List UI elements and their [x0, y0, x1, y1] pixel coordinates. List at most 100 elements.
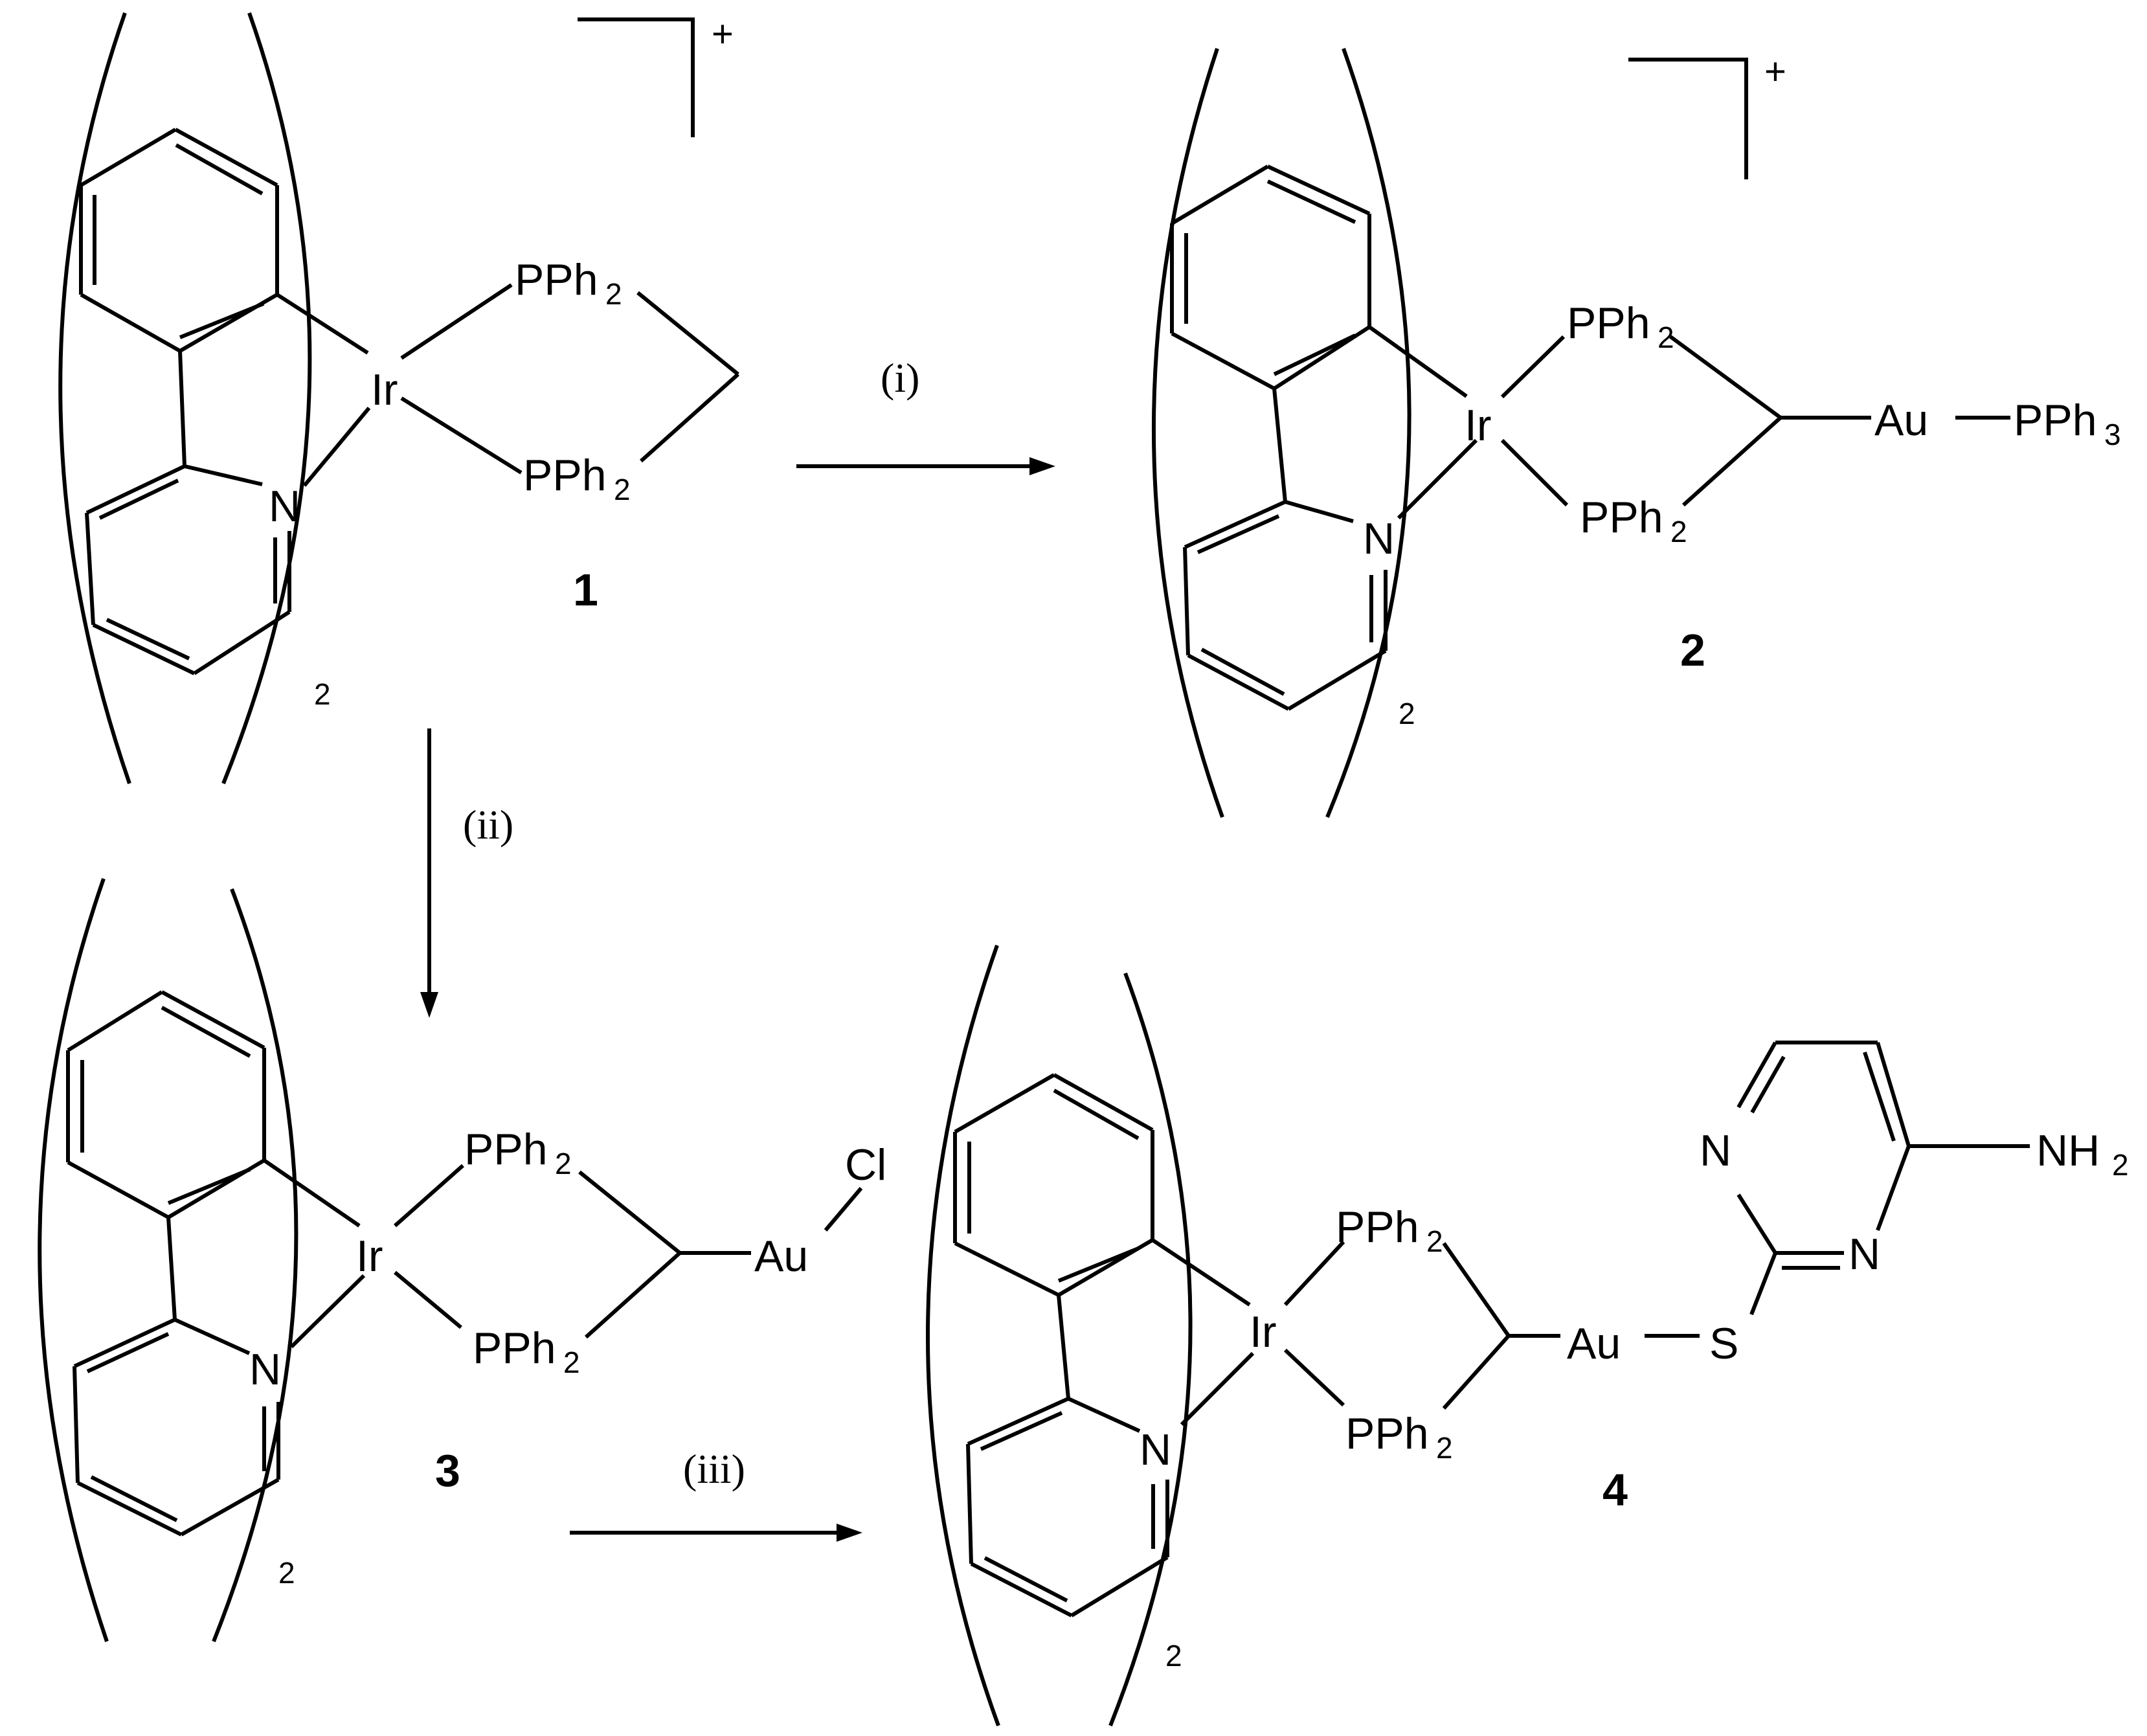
reaction-arrow-i [796, 457, 1055, 475]
phosphine-top-label: PPh [464, 1125, 548, 1174]
ir-n-bond [302, 407, 371, 487]
compound-1: + Ir N [58, 12, 739, 785]
iridium-label: Ir [371, 365, 398, 414]
pyrimidine-n1-label: N [1700, 1126, 1731, 1175]
iridium-label: Ir [1250, 1307, 1277, 1357]
pyrimidine-n3-label: N [1849, 1230, 1880, 1279]
compound-1-charge: + [712, 13, 734, 55]
compound-1-charge-bracket [578, 17, 695, 137]
ir-p-bottom-bond [394, 1270, 462, 1329]
compound-2-number: 2 [1680, 625, 1705, 675]
pyridine-ring [85, 464, 291, 675]
gold-label: Au [1874, 396, 1928, 445]
ir-n-bond [289, 1274, 366, 1349]
compound-2-multiplicity: 2 [1399, 697, 1415, 730]
iridium-label: Ir [356, 1232, 383, 1281]
compound-4-number: 4 [1602, 1465, 1628, 1515]
phosphine-bottom-subscript: 2 [614, 473, 631, 506]
ir-n-bond [1180, 1351, 1255, 1426]
phosphine-top-subscript: 2 [1658, 321, 1674, 354]
condition-ii-label: (ii) [463, 802, 513, 848]
ch-bond-bottom [1681, 416, 1782, 507]
compound-3: Ir N PPh 2 PPh 2 Au Cl 2 3 [38, 878, 886, 1643]
ir-p-top-bond [1283, 1240, 1345, 1307]
phosphine-bottom-label: PPh [473, 1324, 556, 1373]
compound-2-charge: + [1764, 51, 1786, 93]
chloride-label: Cl [845, 1140, 886, 1189]
s-c2-bond [1749, 1252, 1777, 1316]
condition-i-label: (i) [881, 355, 919, 401]
compound-1-left-bracket [58, 12, 131, 784]
compound-1-right-bracket [221, 12, 312, 785]
reaction-arrow-iii [570, 1524, 862, 1542]
biaryl-bond [1057, 1294, 1070, 1399]
ir-p-top-bond [1500, 335, 1566, 399]
phosphine-bottom-subscript: 2 [1436, 1431, 1453, 1465]
compound-4-left-bracket [926, 945, 1000, 1727]
ir-c-bond [1151, 1238, 1251, 1307]
ch-bond-top [1669, 335, 1782, 420]
ch2-bond-top [636, 291, 739, 376]
au-cl-bond [824, 1187, 863, 1232]
phenyl-ring [79, 128, 279, 353]
nitrogen-label: N [1140, 1425, 1171, 1474]
phosphine-top-label: PPh [1567, 299, 1650, 348]
phosphine-bottom-label: PPh [523, 451, 607, 500]
phosphine-top-subscript: 2 [605, 277, 622, 311]
phosphine-bottom-label: PPh [1345, 1409, 1429, 1458]
phosphine-bottom-subscript: 2 [563, 1346, 580, 1379]
nitrogen-label: N [249, 1345, 281, 1394]
phosphine-top-label: PPh [515, 255, 598, 304]
compound-3-left-bracket [38, 878, 109, 1642]
ch-bond-top [578, 1170, 681, 1255]
ir-p-bottom-bond [1500, 438, 1569, 507]
phenyl-ring [1170, 164, 1371, 390]
amine-label: NH [2036, 1126, 2100, 1175]
phosphine-bottom-label: PPh [1580, 493, 1663, 542]
ir-c-bond [276, 293, 369, 355]
compound-3-number: 3 [435, 1445, 460, 1496]
ir-n-bond [1397, 438, 1478, 520]
biaryl-bond [1272, 388, 1287, 502]
pyridine-ring [966, 1397, 1169, 1618]
ir-p-top-bond [400, 283, 513, 360]
sulfur-label: S [1709, 1319, 1738, 1368]
compound-1-number: 1 [573, 565, 598, 615]
biaryl-bond [166, 1217, 177, 1320]
triphenylphosphine-subscript: 3 [2104, 418, 2121, 451]
reaction-arrow-ii [420, 728, 438, 1018]
ch-bond-bottom [584, 1251, 682, 1339]
compound-4-multiplicity: 2 [1165, 1639, 1182, 1673]
gold-label: Au [754, 1232, 808, 1281]
compound-2-left-bracket [1152, 48, 1224, 818]
compound-3-multiplicity: 2 [278, 1556, 295, 1590]
ch2-bond-bottom [640, 372, 739, 463]
compound-2-charge-bracket [1628, 58, 1748, 179]
iridium-label: Ir [1465, 401, 1492, 450]
compound-4: Ir N PPh 2 PPh 2 Au S N N NH 2 2 4 [926, 945, 2129, 1727]
ir-c-bond [1368, 325, 1468, 398]
triphenylphosphine-label: PPh [2014, 396, 2097, 445]
phosphine-top-subscript: 2 [555, 1147, 572, 1180]
nitrogen-label: N [1363, 514, 1395, 563]
pyridine-ring [73, 1318, 280, 1537]
biaryl-bond [178, 350, 186, 467]
ir-p-bottom-bond [400, 396, 523, 475]
amine-subscript: 2 [2112, 1148, 2129, 1182]
compound-3-right-bracket [212, 888, 298, 1643]
pyrimidine-ring [1737, 1041, 1911, 1270]
condition-iii-label: (iii) [683, 1446, 745, 1492]
phosphine-bottom-subscript: 2 [1670, 515, 1687, 548]
ir-c-bond [263, 1158, 361, 1228]
compound-1-multiplicity: 2 [314, 677, 331, 711]
gold-label: Au [1567, 1319, 1621, 1368]
compound-2: + I [1152, 47, 2121, 818]
phenyl-ring [66, 990, 266, 1219]
ir-p-bottom-bond [1283, 1348, 1345, 1407]
ch-bond-top [1442, 1242, 1511, 1337]
compound-4-right-bracket [1108, 972, 1193, 1727]
nitrogen-label: N [269, 482, 300, 531]
ch-bond-bottom [1442, 1335, 1511, 1410]
compound-2-right-bracket [1325, 47, 1411, 818]
